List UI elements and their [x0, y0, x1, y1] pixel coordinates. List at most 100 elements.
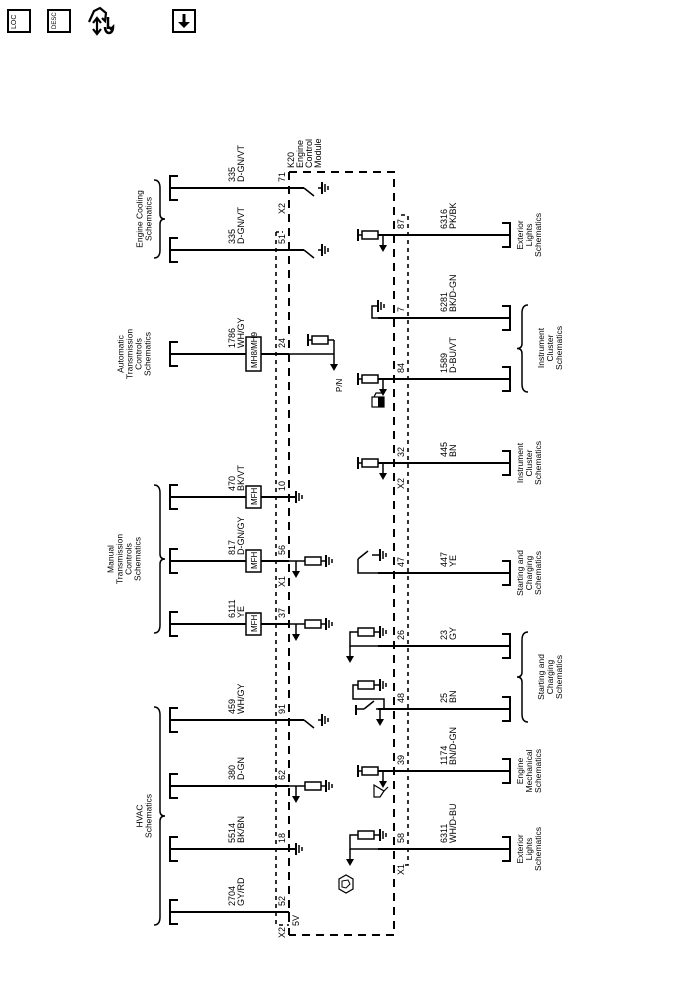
wire-color: PK/BK: [448, 202, 458, 229]
connector-bracket: [502, 696, 511, 722]
inline-connector-label: MFH: [250, 614, 259, 632]
group-label-line: Controls: [124, 543, 134, 575]
group-label-line: Schematics: [144, 197, 154, 241]
wire-number: 6311: [439, 824, 449, 843]
group-label-line: Exterior: [515, 220, 525, 249]
location-icon: LOC: [11, 15, 18, 29]
wire-number: 6111: [227, 599, 237, 618]
connector-bracket: [502, 758, 511, 784]
group-label-line: Schematics: [143, 332, 153, 376]
wire: [352, 684, 385, 709]
module-label: K20 Engine Control Module: [286, 138, 323, 168]
wire-number: 470: [227, 476, 237, 491]
pin-number: 84: [396, 363, 406, 373]
group-label-line: Starting and: [515, 550, 525, 596]
wire-number: 23: [439, 630, 449, 640]
toolbar: LOC DESC: [0, 0, 700, 45]
group-label-line: Transmission: [115, 534, 125, 584]
ground-icon: [321, 714, 329, 726]
arrow-down-icon: [346, 656, 354, 663]
ground-icon: [325, 555, 333, 567]
scroll-down-button[interactable]: [172, 9, 196, 33]
wire-number: 445: [439, 442, 449, 457]
fuel-icon-part: [378, 397, 384, 407]
pin-number: 39: [396, 755, 406, 765]
group-label-line: Mechanical: [524, 749, 534, 792]
ground-icon: [379, 679, 387, 691]
signal-label: P/N: [335, 378, 344, 392]
wire-color: D-GN/VT: [236, 145, 246, 183]
wire-number: 6316: [439, 209, 449, 229]
fuel-icon: [371, 392, 385, 408]
switch-icon: [303, 249, 315, 259]
resistor-icon: [357, 830, 375, 840]
hand-icon-part: [341, 879, 351, 889]
arrow-down-icon: [178, 14, 190, 28]
connector-bracket: [502, 633, 511, 659]
pin-number: 56: [277, 545, 287, 555]
ground-icon: [321, 244, 329, 256]
loc-button[interactable]: LOC: [7, 9, 31, 33]
wire-number: 335: [227, 167, 237, 182]
group-label-line: Starting and: [536, 654, 546, 700]
group-label-line: Charging: [545, 659, 555, 694]
connector-bracket: [502, 222, 511, 248]
group-label-line: Schematics: [533, 213, 543, 257]
pin-number: 47: [396, 557, 406, 567]
group-label-line: Controls: [134, 338, 144, 370]
connector-bracket: [502, 836, 511, 862]
pin-number: 58: [396, 833, 406, 843]
group-label-line: Engine: [515, 757, 525, 784]
inline-connector-label: MFH: [250, 487, 259, 505]
wire-color: YE: [448, 555, 458, 567]
ground-icon: [295, 491, 303, 503]
module-ref: K20: [286, 152, 296, 168]
pin-number: 48: [396, 693, 406, 703]
resistor-icon: [311, 335, 329, 345]
pin-number: 18: [277, 833, 287, 843]
group-label-line: Lights: [524, 838, 534, 861]
ground-icon: [295, 843, 303, 855]
supply-label: 5V: [291, 915, 301, 926]
arrow-down-icon: [379, 473, 387, 480]
arrow-down-icon: [292, 571, 300, 578]
connector-bracket: [502, 560, 511, 586]
wire: [357, 559, 394, 574]
arrow-down-icon: [376, 719, 384, 726]
wire-number: 5514: [227, 823, 237, 843]
group-label-line: Automatic: [116, 334, 126, 373]
arrow-down-icon: [379, 245, 387, 252]
desc-button[interactable]: DESC: [47, 9, 71, 33]
pin-number: 62: [277, 770, 287, 780]
group-label-line: Manual: [106, 545, 116, 573]
wire-number: 447: [439, 552, 449, 567]
wire: [349, 834, 394, 850]
hand-icon-part: [338, 874, 354, 894]
arrow-down-icon: [292, 796, 300, 803]
wire-number: 2704: [227, 886, 237, 906]
connector-tool-button[interactable]: [86, 5, 122, 44]
group-label-line: Schematics: [133, 537, 143, 581]
resistor-icon: [304, 781, 322, 791]
switch-icon: [363, 700, 375, 710]
group-label-line: Schematics: [533, 827, 543, 871]
connector-boundary-right: [401, 214, 409, 866]
wire-color: BK/D-GN: [448, 274, 458, 312]
